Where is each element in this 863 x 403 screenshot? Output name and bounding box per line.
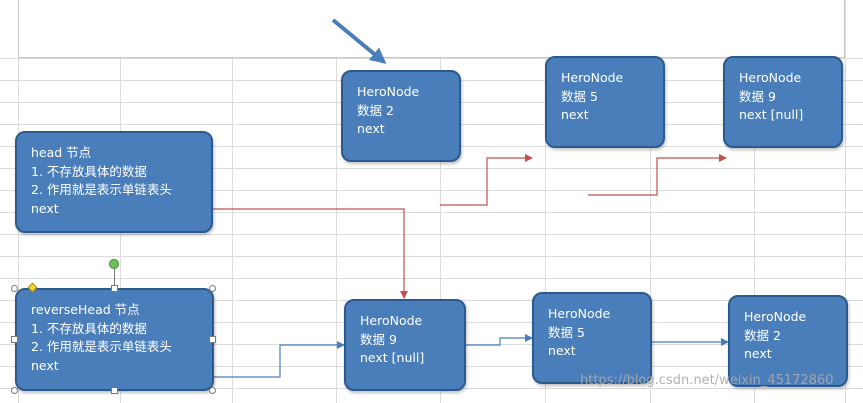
- hero-node-data: 数据 5: [548, 324, 585, 340]
- resize-handle-middle-right[interactable]: [209, 336, 216, 343]
- hero-node-data: 数据 2: [357, 102, 394, 118]
- reversehead-to-node9-connector: [214, 341, 345, 378]
- reverse-head-node-line2: 2. 作用就是表示单链表头: [31, 339, 172, 354]
- node5-to-node9-connector: [588, 154, 727, 196]
- resize-handle-top-right[interactable]: [209, 285, 216, 292]
- reverse-head-node-title: reverseHead 节点: [31, 302, 140, 317]
- hero-node-next: next: [357, 121, 385, 136]
- head-node-line1: 1. 不存放具体的数据: [31, 163, 147, 179]
- hero-node-next: next: [744, 346, 772, 361]
- hero-node-title: HeroNode: [360, 313, 423, 328]
- hero-node-top-3[interactable]: HeroNode 数据 9 next [null]: [723, 56, 843, 148]
- hero-node-title: HeroNode: [548, 306, 611, 321]
- hero-node-top-2[interactable]: HeroNode 数据 5 next: [545, 56, 665, 148]
- resize-handle-top-left[interactable]: [11, 285, 18, 292]
- hero-node-data: 数据 5: [561, 88, 598, 104]
- hero-node-bottom-3[interactable]: HeroNode 数据 2 next: [728, 295, 848, 387]
- hero-node-title: HeroNode: [744, 309, 807, 324]
- hero-node-top-1[interactable]: HeroNode 数据 2 next: [341, 70, 461, 162]
- hero-node-data: 数据 9: [739, 88, 776, 104]
- hero-node-next: next: [561, 107, 589, 122]
- hero-node-next: next: [548, 343, 576, 358]
- resize-handle-bottom-left[interactable]: [11, 387, 18, 394]
- hero-node-next: next [null]: [360, 350, 425, 365]
- node9-to-node5-connector: [466, 334, 533, 346]
- hero-node-bottom-2[interactable]: HeroNode 数据 5 next: [532, 292, 652, 384]
- resize-handle-bottom-right[interactable]: [209, 387, 216, 394]
- resize-handle-top-center[interactable]: [111, 285, 118, 292]
- node2-to-node5-connector: [440, 154, 533, 206]
- head-node-title: head 节点: [31, 145, 92, 160]
- head-node-next: next: [31, 200, 59, 216]
- rotate-handle-stem: [114, 268, 115, 286]
- pointer-arrow: [331, 18, 387, 64]
- blank-top-region: [18, 0, 845, 58]
- watermark: https://blog.csdn.net/weixin_45172860: [580, 373, 834, 388]
- hero-node-next: next [null]: [739, 107, 804, 122]
- hero-node-bottom-1[interactable]: HeroNode 数据 9 next [null]: [344, 299, 466, 391]
- hero-node-data: 数据 2: [744, 327, 781, 343]
- reverse-head-node[interactable]: reverseHead 节点 1. 不存放具体的数据 2. 作用就是表示单链表头…: [15, 288, 214, 391]
- reverse-head-node-line1: 1. 不存放具体的数据: [31, 320, 147, 336]
- resize-handle-bottom-center[interactable]: [111, 387, 118, 394]
- hero-node-title: HeroNode: [561, 70, 624, 85]
- head-node-line2: 2. 作用就是表示单链表头: [31, 182, 172, 197]
- head-node[interactable]: head 节点 1. 不存放具体的数据 2. 作用就是表示单链表头 next: [15, 131, 213, 233]
- rotate-handle[interactable]: [109, 259, 119, 269]
- reverse-head-node-next: next: [31, 357, 59, 373]
- hero-node-title: HeroNode: [357, 84, 420, 99]
- hero-node-title: HeroNode: [739, 70, 802, 85]
- hero-node-data: 数据 9: [360, 331, 397, 347]
- resize-handle-middle-left[interactable]: [11, 336, 18, 343]
